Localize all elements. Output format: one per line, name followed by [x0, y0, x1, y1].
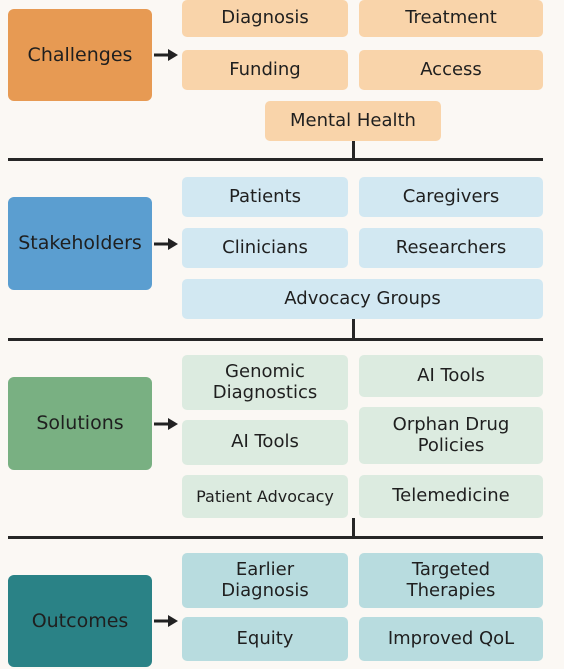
stakeholder-item-clinicians: Clinicians: [182, 228, 348, 268]
challenge-item-access: Access: [359, 50, 543, 90]
solutions-arrow-icon: [154, 418, 178, 430]
outcomes-arrow-icon: [154, 615, 178, 627]
challenges-arrow-icon: [154, 49, 178, 61]
challenge-item-funding: Funding: [182, 50, 348, 90]
stakeholder-item-researchers: Researchers: [359, 228, 543, 268]
solution-item-orphan-drug-policies: Orphan Drug Policies: [359, 407, 543, 464]
stakeholder-item-patients: Patients: [182, 177, 348, 217]
outcome-item-improved-qol: Improved QoL: [359, 617, 543, 661]
connector-line: [352, 518, 355, 537]
stakeholder-item-caregivers: Caregivers: [359, 177, 543, 217]
outcomes-label: Outcomes: [8, 575, 152, 667]
solution-item-patient-advocacy: Patient Advocacy: [182, 475, 348, 518]
challenge-item-treatment: Treatment: [359, 0, 543, 37]
stakeholders-arrow-icon: [154, 238, 178, 250]
solution-item-ai-tools: AI Tools: [359, 355, 543, 397]
solutions-label: Solutions: [8, 377, 152, 470]
solution-item-genomic-diagnostics: Genomic Diagnostics: [182, 355, 348, 410]
section-divider: [8, 158, 543, 161]
connector-line: [352, 141, 355, 159]
outcome-item-targeted-therapies: Targeted Therapies: [359, 553, 543, 608]
challenge-item-mental-health: Mental Health: [265, 101, 441, 141]
stakeholders-label: Stakeholders: [8, 197, 152, 290]
connector-line: [352, 319, 355, 339]
outcome-item-earlier-diagnosis: Earlier Diagnosis: [182, 553, 348, 608]
challenge-item-diagnosis: Diagnosis: [182, 0, 348, 37]
section-divider: [8, 536, 543, 539]
outcome-item-equity: Equity: [182, 617, 348, 661]
solution-item-telemedicine: Telemedicine: [359, 475, 543, 518]
stakeholder-item-advocacy-groups: Advocacy Groups: [182, 279, 543, 319]
solution-item-ai-tools: AI Tools: [182, 420, 348, 465]
challenges-label: Challenges: [8, 9, 152, 101]
section-divider: [8, 338, 543, 341]
